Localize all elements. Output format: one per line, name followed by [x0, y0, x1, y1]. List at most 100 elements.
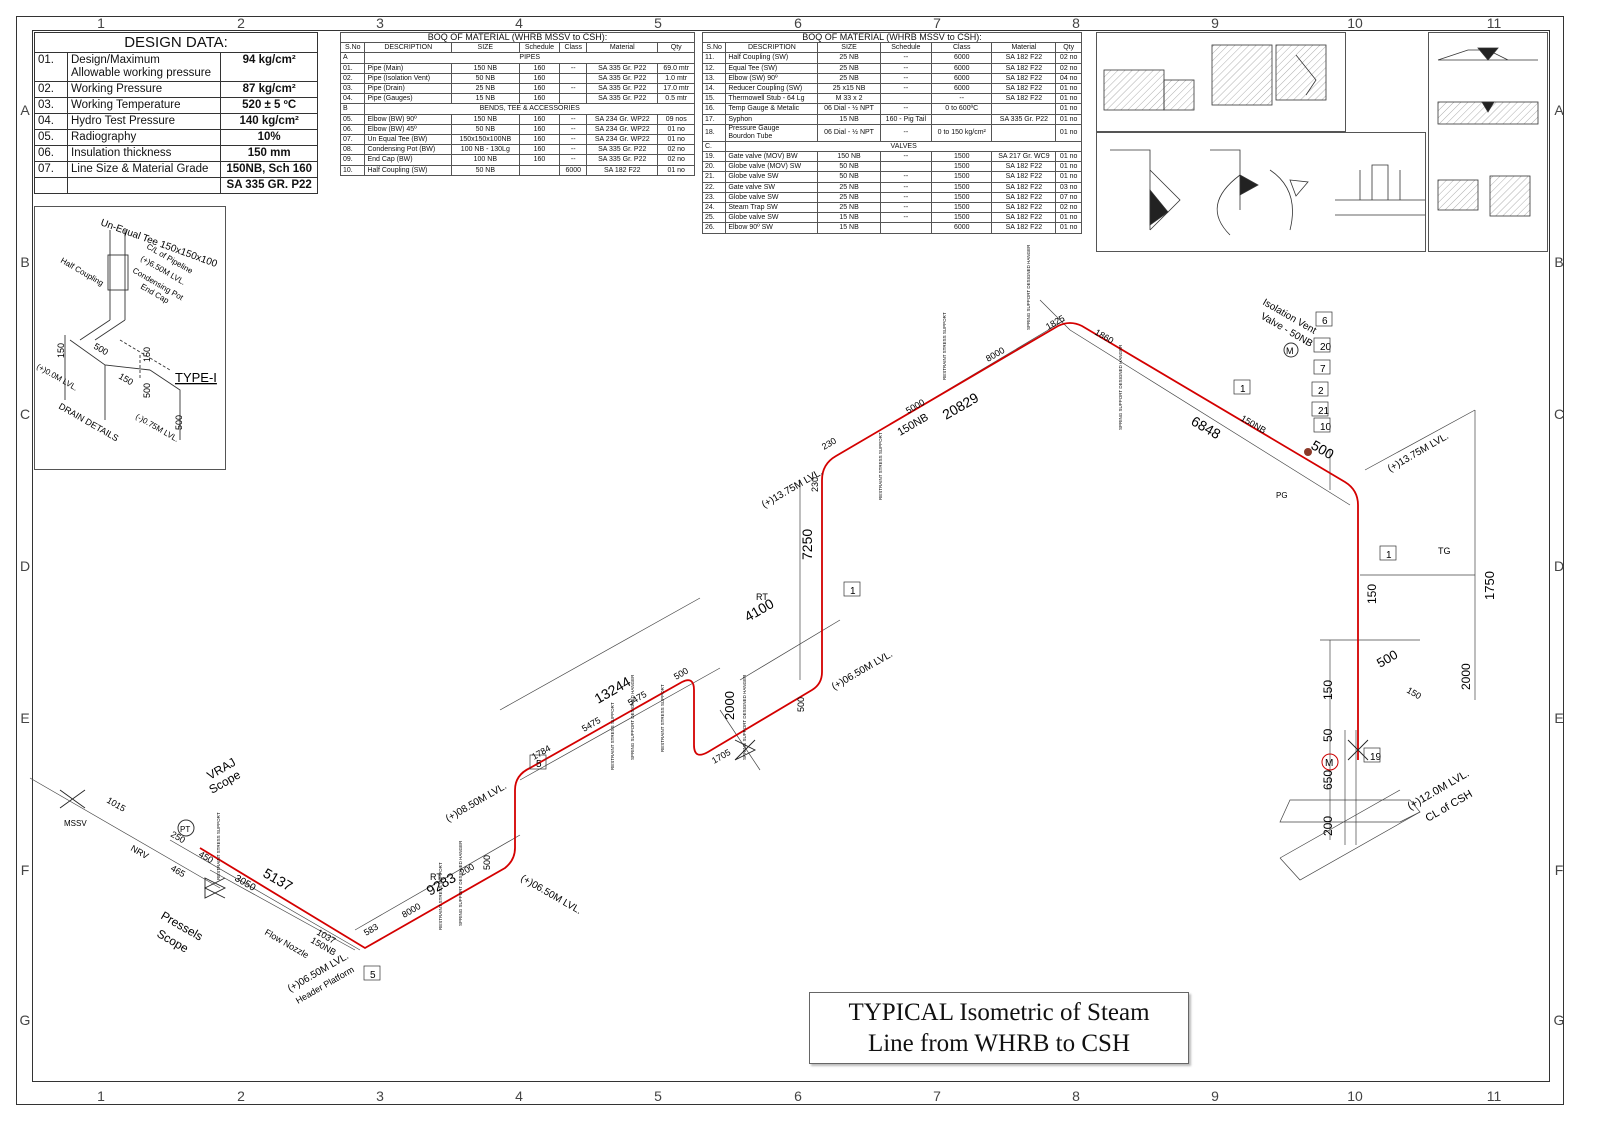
- boq-cell: 16.: [701, 103, 727, 115]
- boq-cell: [931, 113, 993, 125]
- row-label: D: [19, 558, 31, 574]
- dimension-text: 7250: [799, 529, 815, 560]
- boq-cell: 160: [518, 62, 561, 74]
- design-value: 150NB, Sch 160: [220, 161, 318, 178]
- design-data-row: 01.Design/Maximum Allowable working pres…: [34, 52, 318, 82]
- col-label: 6: [794, 1088, 802, 1104]
- boq-cell: 150x150x100NB: [451, 134, 520, 146]
- boq-col-header: Schedule: [518, 42, 561, 54]
- col-label: 11: [1486, 15, 1502, 31]
- col-label: 8: [1072, 1088, 1080, 1104]
- support-label: SPRING SUPPORT DESIGNED HANGER: [1118, 344, 1123, 430]
- dimension-lines: [29, 299, 1476, 951]
- vent-actuator: [1283, 342, 1299, 358]
- boq-cell: SA 335 Gr. P22: [586, 144, 659, 156]
- col-label: 9: [1211, 15, 1219, 31]
- boq-cell: Un Equal Tee (BW): [364, 134, 453, 146]
- design-value: SA 335 GR. P22: [220, 177, 318, 194]
- boq-cell: SA 182 F22: [991, 171, 1057, 183]
- row-label: F: [1554, 862, 1564, 878]
- col-label: 2: [237, 15, 245, 31]
- design-no: 04.: [34, 113, 68, 130]
- boq-cell: SA 182 F22: [991, 72, 1057, 85]
- boq-cell: 01 no: [1055, 93, 1082, 105]
- boq-cell: 19.: [701, 151, 727, 163]
- boq-cell: SA 182 F22: [991, 181, 1057, 193]
- support-label: RESTRAINT STRESS SUPPORT: [942, 312, 947, 380]
- boq-cell: 01 no: [657, 164, 695, 176]
- boq-cell: 15 NB: [451, 93, 520, 105]
- boq-col-header: Material: [586, 42, 659, 54]
- boq-cell: 1500: [931, 191, 993, 204]
- item-tag-box: [1313, 337, 1331, 353]
- boq-cell: SA 234 Gr. WP22: [586, 113, 659, 125]
- dimension-text: 583: [362, 922, 380, 938]
- boq-cell: 1500: [931, 151, 993, 163]
- title-block: TYPICAL Isometric of Steam Line from WHR…: [809, 992, 1189, 1064]
- support-label: RESTRAINT STRESS SUPPORT: [878, 432, 883, 500]
- boq-cell: 17.: [701, 113, 727, 125]
- boq-cell: 50 NB: [451, 123, 520, 136]
- boq-cell: SA 182 F22: [991, 222, 1057, 234]
- row-label: A: [1554, 102, 1564, 118]
- row-label: B: [20, 254, 30, 270]
- col-label: 7: [933, 15, 941, 31]
- boq-cell: 1500: [931, 181, 993, 193]
- design-label: [66, 177, 222, 194]
- support-label: SPRING SUPPORT DESIGNED HANGER: [1026, 244, 1031, 330]
- item-tag: 20: [1320, 342, 1332, 353]
- drain-note: Half Coupling: [59, 256, 105, 288]
- component-label: RT: [430, 872, 442, 882]
- boq-col-header: Class: [931, 42, 993, 54]
- boq-cell: 160: [518, 134, 561, 146]
- support-label: SPRING SUPPORT DESIGNED HANGER: [458, 840, 463, 926]
- boq-cell: 12.: [701, 62, 727, 74]
- level-label: (+)06.50M LVL.: [830, 649, 895, 693]
- boq-cell: 0 to 600ºC: [931, 103, 993, 115]
- vent-actuator-label: M: [1286, 346, 1294, 356]
- boq-cell: 100 NB - 130Lg: [451, 144, 520, 156]
- boq-cell: 1500: [931, 202, 993, 214]
- boq-cell: 01 no: [1055, 171, 1082, 183]
- boq-cell: 160: [518, 83, 561, 95]
- boq-section-title: PIPES: [364, 52, 695, 64]
- col-label: 6: [794, 15, 802, 31]
- boq-cell: 15.: [701, 93, 727, 105]
- col-label: 1: [97, 1088, 105, 1104]
- support-label: RESTRAINT STRESS SUPPORT: [660, 684, 665, 752]
- boq-cell: End Cap (BW): [364, 154, 453, 166]
- col-label: 11: [1486, 1088, 1502, 1104]
- boq-cell: 09 nos: [657, 113, 695, 125]
- boq-cell: 160 - Pig Tail: [879, 113, 933, 125]
- boq-cell: 01 no: [1055, 212, 1082, 224]
- row-label: B: [1554, 254, 1564, 270]
- dimension-text: 20829: [940, 389, 982, 422]
- item-tag-box: [1315, 311, 1333, 327]
- boq-cell: 01 no: [1055, 103, 1082, 115]
- boq-col-header: DESCRIPTION: [364, 42, 453, 54]
- inner-frame: [32, 30, 1550, 1082]
- drain-dim: 500: [92, 341, 110, 357]
- boq-cell: --: [879, 52, 933, 64]
- dimension-text: 150: [1405, 685, 1423, 701]
- boq-cell: 160: [518, 144, 561, 156]
- boq-cell: Pipe (Isolation Vent): [364, 72, 453, 85]
- design-data-row: SA 335 GR. P22: [34, 177, 318, 194]
- support-label: RESTRAINT STRESS SUPPORT: [216, 812, 221, 880]
- item-tag-box: [1313, 417, 1331, 433]
- item-tag-box: [1363, 747, 1381, 763]
- drain-dim: 150: [117, 371, 135, 387]
- dimension-text: 3050: [233, 873, 258, 894]
- item-tag-box: [529, 754, 547, 770]
- design-label: Design/Maximum Allowable working pressur…: [66, 52, 222, 82]
- boq-cell: --: [879, 191, 933, 204]
- boq-cell: 6000: [931, 62, 993, 74]
- boq-cell: 160: [518, 113, 561, 125]
